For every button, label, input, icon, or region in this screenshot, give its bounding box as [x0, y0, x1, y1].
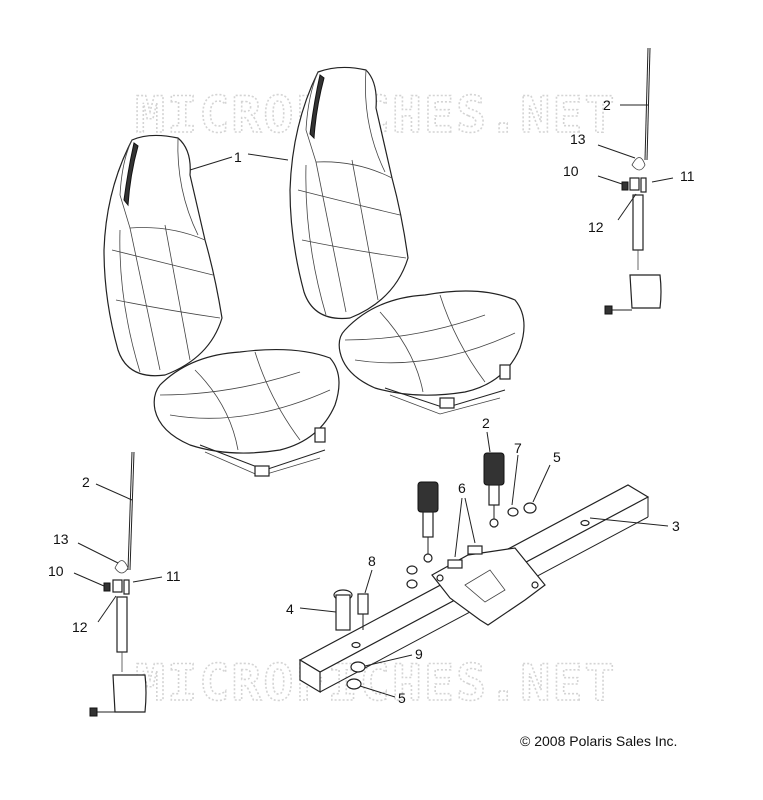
callout-12-top: 12 [588, 219, 604, 235]
leader-10-left [73, 572, 105, 587]
leader-12-left [97, 595, 117, 623]
callout-2-left: 2 [82, 474, 90, 490]
callout-5-bottom: 5 [398, 690, 406, 706]
callout-4: 4 [286, 601, 294, 617]
leader-3 [589, 517, 669, 527]
buckle-left [417, 481, 439, 563]
seat-left [103, 134, 340, 477]
seat-right [289, 66, 525, 415]
leader-5-top [532, 464, 551, 503]
pin-4 [333, 589, 353, 631]
callout-7: 7 [514, 440, 522, 456]
callout-2-center: 2 [482, 415, 490, 431]
leader-1-right [247, 153, 289, 161]
seatbelt-assembly-top-right [604, 47, 662, 315]
callout-13-top: 13 [570, 131, 586, 147]
leader-5-bottom [359, 685, 396, 698]
callout-8: 8 [368, 553, 376, 569]
leader-13-left [77, 542, 119, 564]
callout-13-left: 13 [53, 531, 69, 547]
callout-11-left: 11 [166, 568, 181, 584]
nut-5-bottom [346, 678, 362, 690]
callout-12-left: 12 [72, 619, 88, 635]
leader-11-top [651, 177, 674, 183]
callout-11-top: 11 [680, 168, 695, 184]
nut-9 [350, 661, 366, 673]
buckle-right [483, 452, 505, 528]
leader-6a [454, 497, 463, 558]
nut-5-top [523, 502, 537, 514]
bolts-6 [406, 545, 483, 589]
callout-10-top: 10 [563, 163, 579, 179]
callout-3: 3 [672, 518, 680, 534]
leader-7 [511, 454, 519, 506]
callout-5-top: 5 [553, 449, 561, 465]
leader-13-top [597, 144, 636, 159]
callout-2-top: 2 [603, 97, 611, 113]
callout-9: 9 [415, 646, 423, 662]
fastener-8 [357, 593, 369, 630]
callout-6: 6 [458, 480, 466, 496]
leader-2-center [486, 431, 491, 453]
callout-1: 1 [234, 149, 242, 165]
leader-9 [364, 654, 413, 667]
leader-1-left [189, 156, 233, 171]
leader-4 [299, 607, 337, 613]
leader-11-left [132, 576, 163, 583]
leader-8 [364, 569, 373, 594]
leader-10-top [597, 175, 623, 185]
leader-6b [464, 497, 476, 544]
callout-10-left: 10 [48, 563, 64, 579]
copyright-notice: © 2008 Polaris Sales Inc. [520, 733, 678, 749]
leader-12-top [617, 193, 637, 221]
seatbelt-assembly-bottom-left [89, 451, 147, 717]
leader-2-left [95, 483, 133, 501]
washer-7 [507, 507, 519, 517]
